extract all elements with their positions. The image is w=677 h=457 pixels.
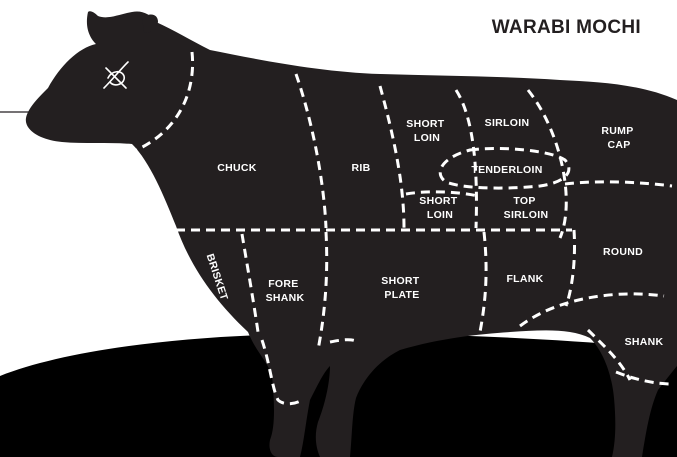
label-round: ROUND bbox=[603, 246, 643, 258]
label-shank: SHANK bbox=[625, 336, 664, 348]
label-tenderloin: TENDERLOIN bbox=[471, 164, 542, 176]
label-rib: RIB bbox=[352, 162, 371, 174]
label-chuck: CHUCK bbox=[217, 162, 257, 174]
label-flank: FLANK bbox=[506, 273, 543, 285]
label-sirloin: SIRLOIN bbox=[485, 117, 530, 129]
